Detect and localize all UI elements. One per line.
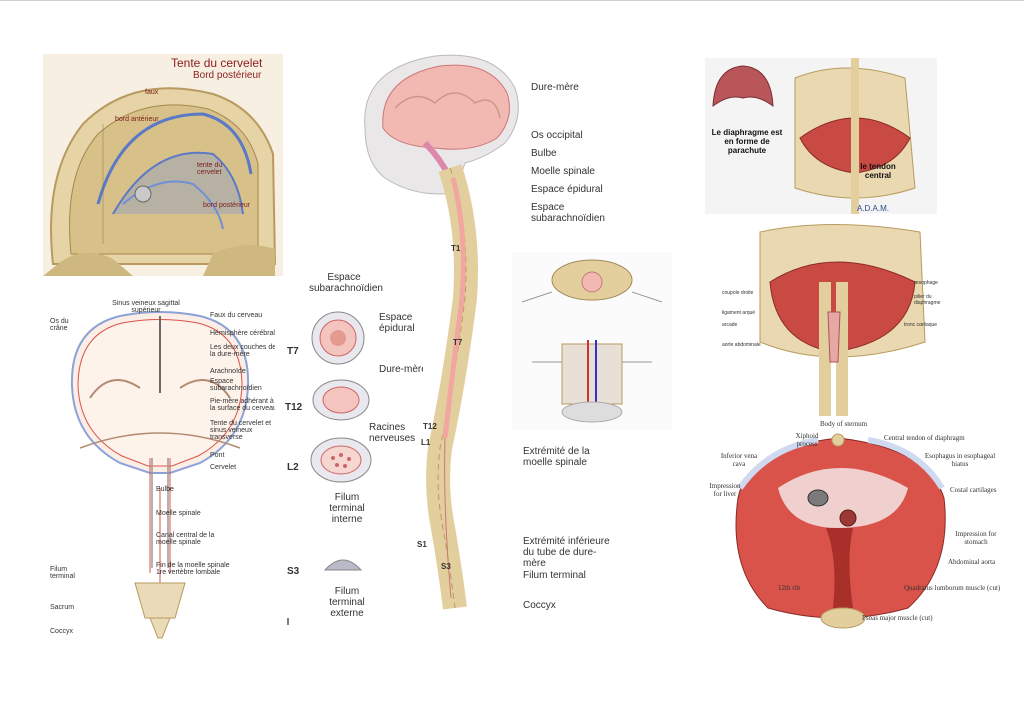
label-impression-stomach: Impression for stomach: [955, 530, 997, 546]
label-arcuate-ligament: ligament arqué: [722, 310, 756, 316]
label-skull-bone: Os du crâne: [50, 318, 69, 332]
label-coccyx-left: Coccyx: [50, 628, 73, 635]
spine-mark-s3: S3: [441, 562, 451, 571]
diaphragm-parachute-diagram: [705, 58, 937, 214]
label-psoas-major: Psoas major muscle (cut): [862, 614, 933, 622]
label-cerebellum: Cervelet: [210, 464, 237, 471]
skull-illustration: [43, 54, 283, 276]
tent-label-anterior-edge: bord antérieur: [115, 116, 159, 123]
cerebellum-tent-panel: Tente du cervelet Bord postérieur faux b…: [43, 54, 283, 276]
top-border: [0, 0, 1024, 1]
label-subarachnoid-space: Espace subarachnoïdien: [210, 378, 262, 392]
spine-mark-l1: L1: [421, 438, 431, 447]
tent-title: Tente du cervelet: [171, 56, 263, 70]
label-subarachnoid-space-cs: Espace subarachnoïdien: [309, 272, 383, 294]
label-esophagus-hiatus: Esophagus in esophageal hiatus: [924, 452, 996, 468]
label-central-tendon: Central tendon of diaphragm: [884, 434, 965, 442]
label-epidural-space: Espace épidural: [531, 184, 603, 195]
diaphragm-front-panel: coupole droite ligament arqué arcade aor…: [720, 222, 946, 416]
label-oesophagus: œsophage: [914, 280, 938, 286]
label-costal-cartilages: Costal cartilages: [950, 486, 997, 494]
label-cerebral-falx: Faux du cerveau: [210, 312, 263, 319]
label-pia-mater: Pie-mère adhérant à la surface du cervea…: [210, 398, 275, 412]
label-arachnoid: Arachnoïde: [210, 368, 246, 375]
label-spinal-cord-spine: Moelle spinale: [531, 166, 595, 177]
label-sagittal-sinus: Sinus veineux sagittal supérieur: [112, 300, 180, 314]
label-medulla: Bulbe: [156, 486, 174, 493]
label-coccyx-spine: Coccyx: [523, 600, 556, 611]
label-body-of-sternum: Body of sternum: [820, 420, 868, 428]
label-tent-sinus: Tente du cervelet et sinus veineux trans…: [210, 420, 272, 441]
spine-sagittal-diagram: [364, 54, 519, 610]
label-filum-terminal-left: Filum terminal: [50, 566, 75, 580]
label-cord-extremity: Extrémité de la moelle spinale: [523, 446, 590, 468]
label-xiphoid-process: Xiphoid process: [795, 432, 819, 448]
label-inferior-vena-cava: Inferior vena cava: [720, 452, 758, 468]
label-epidural-space-cs: Espace épidural: [379, 312, 415, 334]
label-central-tendon-fr: le tendon central: [860, 162, 896, 180]
label-cord-end: Fin de la moelle spinale 1re vertèbre lo…: [156, 562, 230, 576]
vertebra-detail-panel: [512, 252, 672, 430]
brain-coronal-diagram: [70, 311, 250, 639]
diaphragm-front-diagram: [720, 222, 946, 416]
label-diaphragm-pillar: pilier du diaphragme: [914, 294, 941, 306]
label-arcade: arcade: [722, 322, 738, 328]
label-spinal-cord: Moelle spinale: [156, 510, 201, 517]
diaphragm-bottom-panel: Body of sternum Xiphoid process Central …: [708, 418, 1024, 630]
label-level-s3: S3: [287, 566, 300, 577]
label-nerve-roots: Racines nerveuses: [369, 422, 416, 444]
label-dura-mater: Dure-mère: [531, 82, 579, 93]
vertebra-detail-diagram: [512, 252, 672, 430]
label-filum-internal: Filum terminal interne: [329, 492, 365, 525]
label-sacrum: Sacrum: [50, 604, 75, 611]
label-filum-terminal-spine: Filum terminal: [523, 570, 586, 581]
tent-label-faux: faux: [145, 89, 159, 96]
label-celiac-trunk: tronc cœliaque: [904, 322, 938, 328]
label-filum-external: Filum terminal externe: [329, 586, 365, 619]
cross-sections-diagram: [287, 311, 372, 625]
label-occipital-bone: Os occipital: [531, 130, 583, 141]
label-level-t12: T12: [285, 402, 303, 413]
label-central-canal: Canal central de la moelle spinale: [156, 532, 215, 546]
spine-mark-s1: S1: [417, 540, 427, 549]
label-right-dome: coupole droite: [722, 290, 754, 296]
spine-sagittal-panel: T1 T7 T12 L1 S1 S3 Dure-mère Os occipita…: [355, 48, 615, 628]
label-cerebral-hemisphere: Hémisphère cérébral: [210, 330, 275, 337]
label-dura-layers: Les deux couches de la dure-mère: [210, 344, 275, 358]
label-pons: Pont: [210, 452, 225, 459]
diaphragm-inferior-diagram: [735, 433, 946, 629]
diaphragm-top-panel: Le diaphragme est en forme de parachute …: [705, 58, 937, 214]
cross-sections-panel: T7 T12 L2 S3 Espace subarachnoïdien Espa…: [283, 270, 423, 630]
label-dura-mater-cs: Dure-mère: [379, 364, 423, 375]
label-subarachnoid-space-spine: Espace subarachnoïdien: [531, 202, 605, 224]
label-abdominal-aorta: Abdominal aorta: [948, 558, 996, 566]
label-parachute: Le diaphragme est en forme de parachute: [711, 128, 783, 155]
spine-mark-t7: T7: [453, 338, 463, 347]
label-quadratus-lumborum: Quadratus lumborum muscle (cut): [904, 584, 1001, 592]
label-12th-rib: 12th rib: [778, 584, 800, 592]
spine-mark-t1: T1: [451, 244, 461, 253]
label-level-t7: T7: [287, 346, 299, 357]
spine-mark-t12: T12: [423, 422, 437, 431]
label-dural-tube-extremity: Extrémité inférieure du tube de dure-mèr…: [523, 536, 610, 569]
tent-subtitle: Bord postérieur: [193, 70, 262, 81]
label-impression-liver: Impression for liver: [709, 482, 741, 498]
brain-section-panel: Os du crâne Sinus veineux sagittal supér…: [50, 298, 275, 643]
label-medulla-spine: Bulbe: [531, 148, 557, 159]
adam-logo: A.D.A.M.: [857, 204, 890, 213]
label-abdominal-aorta-fr: aorte abdominale: [722, 342, 761, 348]
tent-label-tent: tente du cervelet: [197, 162, 223, 176]
label-level-l2: L2: [287, 462, 299, 473]
tent-label-posterior-edge: bord postérieur: [203, 202, 251, 209]
